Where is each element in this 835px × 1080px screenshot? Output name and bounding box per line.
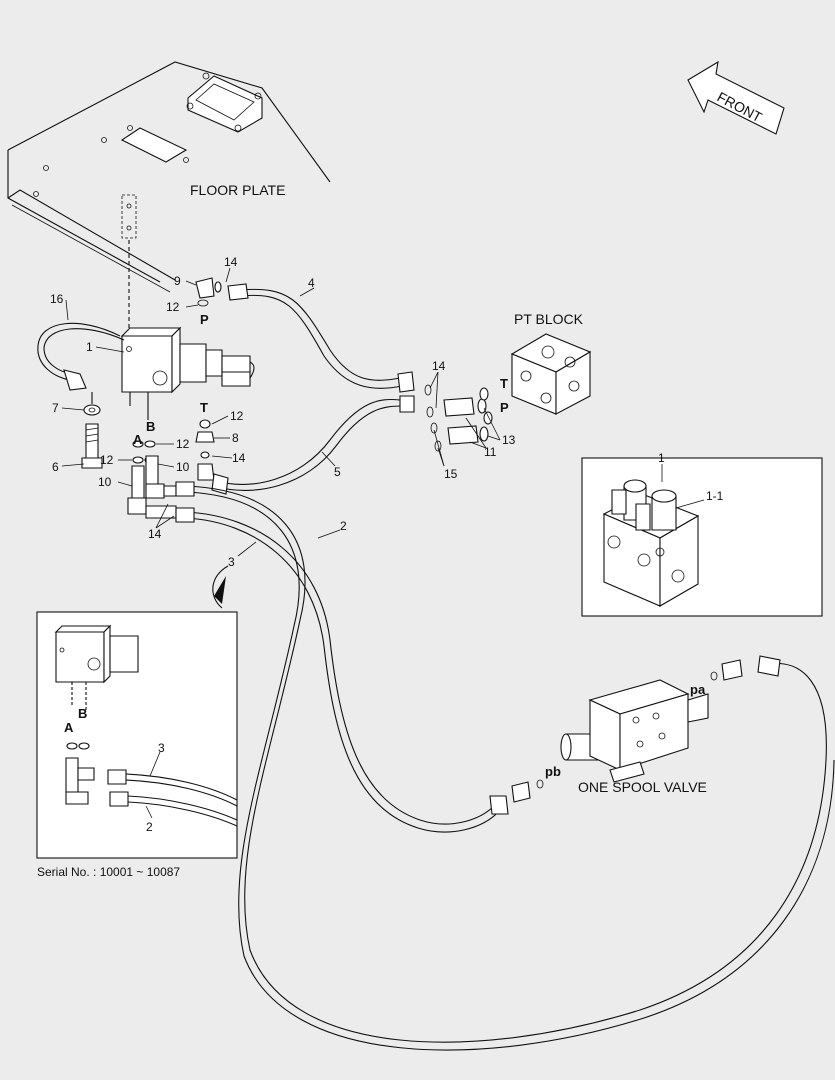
front-arrow: FRONT bbox=[687, 60, 785, 135]
port-t-block: T bbox=[500, 376, 508, 391]
callout-12-a: 12 bbox=[100, 453, 114, 467]
port-labels: P T A B T P A B pa pb bbox=[64, 312, 706, 779]
port-p-block: P bbox=[500, 400, 509, 415]
port-b-inset: B bbox=[78, 706, 87, 721]
callout-10-left: 10 bbox=[98, 475, 112, 489]
callout-2: 2 bbox=[340, 519, 347, 533]
callout-15: 15 bbox=[444, 467, 458, 481]
pt-block-fittings bbox=[424, 384, 493, 452]
one-spool-valve: ONE SPOOL VALVE bbox=[511, 659, 743, 803]
callout-11: 11 bbox=[484, 445, 497, 459]
callout-4: 4 bbox=[308, 276, 315, 290]
port-pb: pb bbox=[545, 764, 561, 779]
serial-number-label: Serial No. : 10001 ~ 10087 bbox=[37, 865, 180, 879]
leader-lines bbox=[61, 267, 501, 819]
callout-13: 13 bbox=[502, 433, 516, 447]
ab-port-fittings bbox=[127, 440, 177, 519]
pt-valve-assembly bbox=[91, 240, 255, 420]
section-marker bbox=[212, 565, 229, 609]
callouts: 1 2 3 4 5 6 7 8 9 10 10 11 12 12 12 12 1… bbox=[50, 255, 724, 834]
callout-14-block: 14 bbox=[432, 359, 446, 373]
port-pa: pa bbox=[690, 682, 706, 697]
callout-12-t: 12 bbox=[230, 409, 244, 423]
port-t-main: T bbox=[200, 400, 208, 415]
port-b-main: B bbox=[146, 419, 155, 434]
port-a-inset: A bbox=[64, 720, 74, 735]
washer-7 bbox=[83, 404, 101, 416]
wire-harness-16 bbox=[37, 322, 125, 391]
one-spool-valve-label: ONE SPOOL VALVE bbox=[578, 779, 707, 795]
hose-2 bbox=[175, 481, 835, 1051]
hose-3 bbox=[175, 507, 509, 833]
bolt-6 bbox=[81, 423, 103, 469]
callout-5: 5 bbox=[334, 465, 341, 479]
callout-14-ab: 14 bbox=[148, 527, 162, 541]
inset-callout-2: 2 bbox=[146, 820, 153, 834]
callout-14-t: 14 bbox=[232, 451, 246, 465]
inset-box: Serial No. : 10001 ~ 10087 bbox=[36, 611, 238, 879]
callout-1: 1 bbox=[86, 340, 93, 354]
callout-10-right: 10 bbox=[176, 460, 190, 474]
floor-plate: FLOOR PLATE bbox=[7, 61, 331, 293]
section-marker-arrow bbox=[214, 576, 226, 604]
port-p-top: P bbox=[200, 312, 209, 327]
t-port-fittings bbox=[195, 419, 215, 481]
elbow-fitting-9 bbox=[195, 277, 222, 307]
callout-7: 7 bbox=[52, 401, 59, 415]
callout-12-b: 12 bbox=[176, 437, 190, 451]
callout-8: 8 bbox=[232, 431, 239, 445]
callout-16: 16 bbox=[50, 292, 64, 306]
port-a-main: A bbox=[133, 432, 143, 447]
detail-callout-1-1: 1-1 bbox=[706, 489, 724, 503]
pt-block: PT BLOCK bbox=[510, 311, 592, 415]
callout-9: 9 bbox=[174, 274, 181, 288]
pt-block-label: PT BLOCK bbox=[514, 311, 584, 327]
hose-5 bbox=[211, 395, 415, 495]
hose-4 bbox=[227, 283, 415, 393]
callout-6: 6 bbox=[52, 460, 59, 474]
detail-callout-1: 1 bbox=[658, 451, 665, 465]
callout-12-top: 12 bbox=[166, 300, 180, 314]
callout-14-top: 14 bbox=[224, 255, 238, 269]
detail-box bbox=[581, 457, 823, 617]
inset-callout-3: 3 bbox=[158, 741, 165, 755]
floor-plate-label: FLOOR PLATE bbox=[190, 182, 285, 198]
callout-3: 3 bbox=[228, 555, 235, 569]
